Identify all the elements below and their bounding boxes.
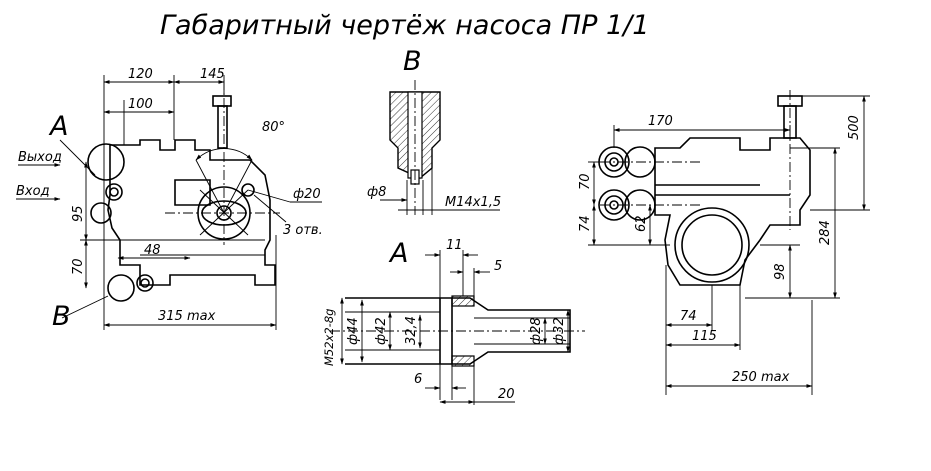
dim-98: 98	[773, 263, 788, 280]
side-crank-inner	[681, 214, 743, 276]
valve-stem	[217, 105, 228, 149]
dim-70-front: 70	[71, 258, 86, 275]
dim-62: 62	[634, 215, 649, 232]
dim-100: 100	[128, 97, 153, 112]
dim-284: 284	[818, 220, 833, 245]
dim-70-side: 70	[578, 173, 593, 190]
view-label-b: B	[52, 301, 71, 332]
dim-angle: 80°	[262, 120, 285, 135]
dim-74v: 74	[578, 215, 593, 232]
dim-115: 115	[692, 329, 717, 344]
section-a: A 11 5 M52x2-8g ф44 ф42 32,4 ф28	[322, 238, 585, 405]
dim-95: 95	[71, 205, 86, 222]
leader-b	[61, 295, 109, 319]
dim-b14: M14x1,5	[445, 195, 501, 210]
dim-a20: 20	[498, 387, 515, 402]
inlet-ring-inner	[109, 187, 119, 197]
dim-holes-count: 3 отв.	[283, 223, 323, 238]
side-view: 170 500 284 70 74 62 98 74 115	[578, 90, 870, 395]
dim-250: 250 max	[732, 370, 790, 385]
angle-arc	[195, 148, 253, 161]
dim-a5: 5	[494, 259, 502, 274]
lower-boss	[90, 202, 112, 224]
pump-body-outline	[107, 139, 276, 286]
section-a-nut-top	[451, 295, 475, 307]
inlet-ring-outer	[105, 183, 123, 201]
angle-leg-2	[223, 159, 253, 214]
mounting-hole	[241, 183, 255, 197]
section-a-nut-bottom	[451, 355, 475, 367]
b-flange	[107, 274, 135, 302]
dim-120: 120	[128, 67, 153, 82]
dim-170: 170	[648, 114, 673, 129]
drawing-title: Габаритный чертёж насоса ПР 1/1	[160, 10, 649, 41]
hole-leader	[247, 189, 291, 203]
dim-a11: 11	[446, 238, 463, 253]
dim-a42: ф42	[374, 317, 389, 345]
dim-m52: M52x2-8g	[322, 309, 336, 366]
b-ring-outer	[136, 274, 154, 292]
dim-hole: ф20	[293, 187, 321, 202]
side-inlet-flange	[598, 189, 630, 221]
section-b-label: B	[403, 46, 422, 77]
outlet-label: Выход	[18, 150, 62, 165]
valve-cap	[212, 95, 232, 107]
holes-leader	[253, 194, 287, 223]
section-a-label: A	[388, 238, 408, 269]
front-inner-block	[174, 179, 211, 206]
dim-b8: ф8	[367, 185, 386, 200]
dim-a32: ф32	[552, 317, 567, 345]
dim-315: 315 max	[158, 309, 216, 324]
dim-74h: 74	[680, 309, 697, 324]
inlet-label: Вход	[16, 184, 50, 199]
outlet-flange	[87, 143, 125, 181]
front-view: A B Выход Вход	[16, 67, 323, 332]
side-crank-housing	[674, 207, 750, 283]
dim-a32-4: 32,4	[404, 316, 419, 345]
section-b: B ф8 M14x1,5	[367, 46, 501, 215]
dim-a44: ф44	[346, 317, 361, 345]
b-ring-inner	[140, 278, 150, 288]
dim-a28: ф28	[529, 317, 544, 345]
angle-leg-1	[195, 159, 225, 214]
side-body-outline	[654, 137, 811, 286]
dim-500: 500	[847, 115, 862, 140]
view-label-a: A	[48, 111, 68, 142]
dim-a6: 6	[414, 372, 422, 387]
dim-145: 145	[200, 67, 225, 82]
dim-48: 48	[144, 243, 161, 258]
